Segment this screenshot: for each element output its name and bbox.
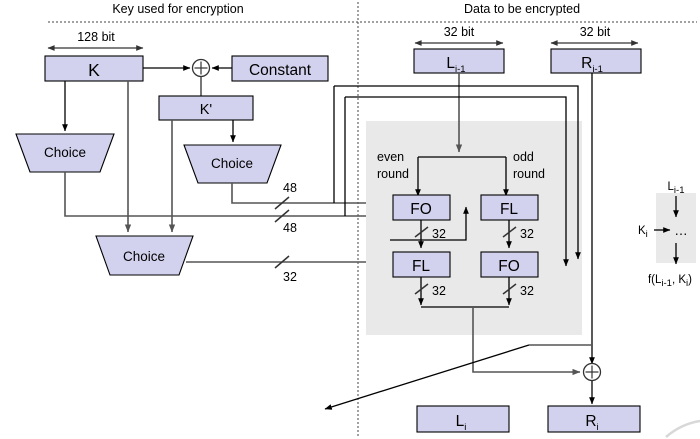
legend-key-sub: i <box>646 229 648 240</box>
input-box-L-text: Li-1 <box>446 55 465 75</box>
func-box-FL-even[interactable]: FL <box>392 251 451 278</box>
output-box-R[interactable]: Ri <box>547 405 641 433</box>
func-box-FL-odd[interactable]: FL <box>480 194 539 221</box>
label-odd-round-line1: odd <box>513 150 534 164</box>
bus-label-48-top: 48 <box>283 181 297 195</box>
legend-output-open: f(L <box>648 274 662 286</box>
func-box-FO-even[interactable]: FO <box>392 194 451 221</box>
key-box-K-label: K <box>88 60 100 80</box>
legend-key-text: Ki <box>638 225 648 240</box>
slash-32-c: 32 <box>414 283 446 298</box>
xor-node-key <box>191 58 211 78</box>
slash-32-b: 32 <box>502 226 534 241</box>
func-box-FO-even-label: FO <box>410 201 432 218</box>
input-box-R[interactable]: Ri-1 <box>550 48 642 75</box>
dimension-32bit-right: 32 bit <box>550 25 639 46</box>
dimension-32bit-left: 32 bit <box>414 25 504 46</box>
output-box-L[interactable]: Li <box>416 405 510 433</box>
func-box-FO-odd-label: FO <box>498 258 520 275</box>
wire-choice2-bus48 <box>231 183 399 207</box>
label-even-round-line2: round <box>377 167 409 181</box>
legend-input-base: L <box>668 181 675 193</box>
key-box-K[interactable]: K <box>44 55 144 82</box>
kprime-box[interactable]: K' <box>158 95 254 121</box>
legend-output-mid: , K <box>672 274 686 286</box>
legend-key-base: K <box>638 225 646 237</box>
wire-merge-to-xor <box>472 307 581 376</box>
func-box-FL-odd-label: FL <box>500 201 518 218</box>
input-box-R-base: R <box>581 55 592 72</box>
legend-input-text: Li-1 <box>668 181 685 196</box>
dimension-128bit: 128 bit <box>47 30 144 51</box>
width-label-32-a: 32 <box>432 227 446 241</box>
output-box-R-text: Ri <box>585 413 598 433</box>
legend-output-close: ) <box>688 274 692 286</box>
width-label-32-c: 32 <box>432 284 446 298</box>
bus-label-32-key: 32 <box>283 270 297 284</box>
choice-box-2[interactable]: Choice <box>183 144 282 184</box>
func-box-FL-even-label: FL <box>412 258 430 275</box>
slash-32-d: 32 <box>502 283 534 298</box>
wire-cross-to-fl-odd <box>390 206 469 241</box>
width-label-32-b: 32 <box>520 227 534 241</box>
slash-48-second: 48 <box>274 209 297 235</box>
legend-panel: Li-1 Ki … f(Li-1, Ki) <box>638 181 696 289</box>
legend-output-text: f(Li-1, Ki) <box>648 274 692 289</box>
output-box-L-base: L <box>456 413 465 430</box>
label-odd-round-line2: round <box>513 167 545 181</box>
output-box-R-base: R <box>585 413 596 430</box>
choice-box-1[interactable]: Choice <box>15 133 115 173</box>
choice-box-3-label: Choice <box>123 249 165 264</box>
input-box-R-text: Ri-1 <box>581 55 603 75</box>
bus-label-48-second: 48 <box>283 221 297 235</box>
slash-48-top: 48 <box>274 181 297 210</box>
func-box-FO-odd[interactable]: FO <box>480 251 539 278</box>
input-box-L-sub: i-1 <box>455 64 466 75</box>
dimension-128bit-label: 128 bit <box>77 30 115 44</box>
heading-data-side: Data to be encrypted <box>464 2 580 16</box>
input-box-R-sub: i-1 <box>592 64 603 75</box>
dimension-32bit-left-label: 32 bit <box>444 25 475 39</box>
output-box-L-text: Li <box>456 413 467 433</box>
width-label-32-d: 32 <box>520 284 534 298</box>
kprime-box-label: K' <box>200 102 213 118</box>
constant-box-label: Constant <box>249 62 312 79</box>
choice-box-1-label: Choice <box>44 145 86 160</box>
constant-box[interactable]: Constant <box>231 55 329 82</box>
legend-output-sub2: i <box>686 278 688 289</box>
choice-box-2-label: Choice <box>211 156 253 171</box>
choice-box-3[interactable]: Choice <box>95 235 194 276</box>
wire-diagonal-to-Li <box>324 344 530 410</box>
legend-output-sub1: i-1 <box>661 278 672 289</box>
corner-artifact <box>665 419 700 438</box>
legend-input-sub: i-1 <box>674 185 685 196</box>
wire-feedback-inner <box>345 96 569 267</box>
legend-ellipsis: … <box>674 223 688 238</box>
output-box-L-sub: i <box>464 422 466 433</box>
heading-key-side: Key used for encryption <box>112 2 243 16</box>
input-box-L[interactable]: Li-1 <box>413 48 505 75</box>
wire-choice1-bus48 <box>64 172 399 220</box>
dimension-32bit-right-label: 32 bit <box>580 25 611 39</box>
output-box-R-sub: i <box>597 422 599 433</box>
xor-node-output <box>582 362 602 382</box>
input-box-L-base: L <box>446 55 455 72</box>
label-even-round-line1: even <box>377 150 404 164</box>
slash-32-a: 32 <box>414 226 446 241</box>
slash-32-key: 32 <box>274 255 297 284</box>
wire-feedback-outer <box>334 85 581 260</box>
